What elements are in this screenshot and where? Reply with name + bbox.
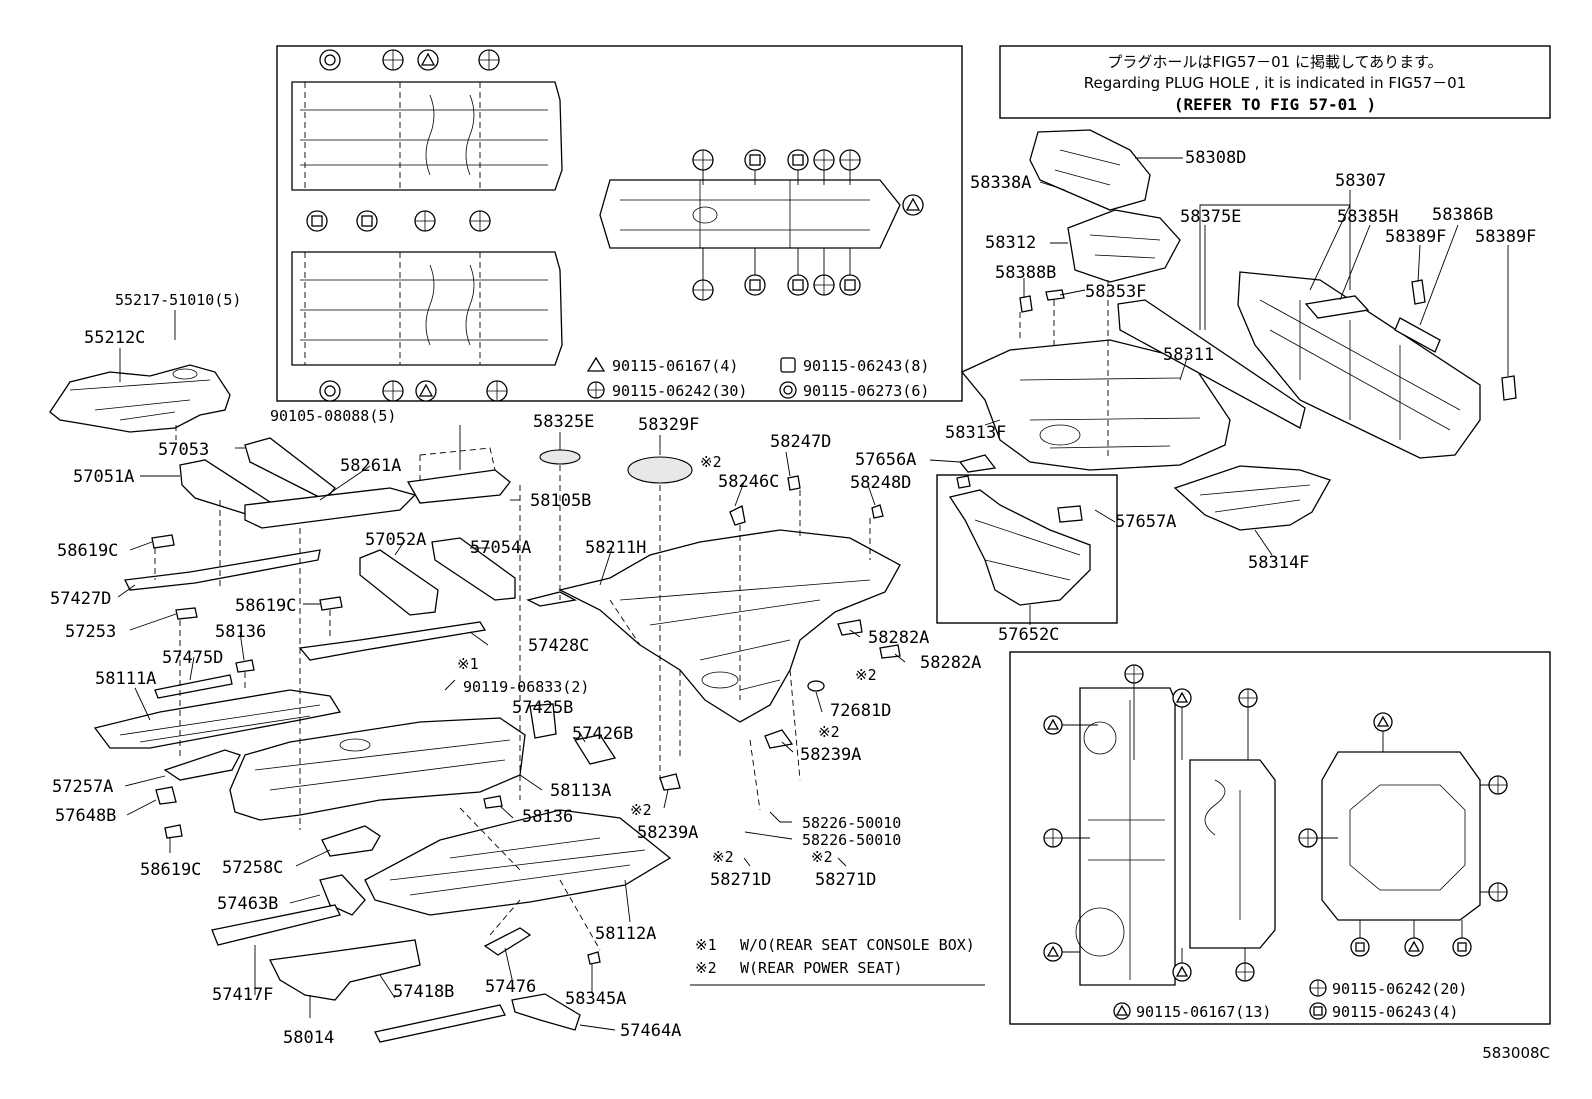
label-58338A: 58338A — [970, 173, 1031, 193]
parts-drawings — [49, 129, 1517, 1043]
label-57253: 57253 — [65, 622, 116, 642]
label-58226-50010-2: 58226-50010 — [802, 831, 901, 849]
label-90119-06833: 90119-06833(2) — [463, 678, 589, 696]
label-57428C: 57428C — [528, 636, 589, 656]
footnote-2-mark: ※2 — [695, 959, 717, 977]
label-57463B: 57463B — [217, 894, 278, 914]
label-58307: 58307 — [1335, 171, 1386, 191]
label-57417F: 57417F — [212, 985, 273, 1005]
label-58385H: 58385H — [1337, 207, 1398, 227]
label-58282A-1: 58282A — [868, 628, 929, 648]
label-57427D: 57427D — [50, 589, 111, 609]
label-57426B: 57426B — [572, 724, 633, 744]
label-57656A: 57656A — [855, 450, 916, 470]
inset-top: 90115-06167(4) 90115-06243(8) 90115-0624… — [276, 45, 963, 402]
mark-n1-a: ※1 — [457, 655, 479, 673]
label-58111A: 58111A — [95, 669, 156, 689]
inset-top-legend-0: 90115-06167(4) — [612, 357, 738, 375]
label-58112A: 58112A — [595, 924, 656, 944]
mark-n2-d: ※2 — [630, 801, 652, 819]
figure-code: 583008C — [1482, 1044, 1550, 1062]
label-58261A: 58261A — [340, 456, 401, 476]
plug-hole-note: プラグホールはFIG57－01 に掲載してあります。 Regarding PLU… — [999, 45, 1551, 119]
label-72681D: 72681D — [830, 701, 891, 721]
note-line-ref: (REFER TO FIG 57-01 ) — [1174, 95, 1376, 114]
label-58136-1: 58136 — [215, 622, 266, 642]
label-58247D: 58247D — [770, 432, 831, 452]
mark-n2-f: ※2 — [811, 848, 833, 866]
label-58329F: 58329F — [638, 415, 699, 435]
label-57051A: 57051A — [73, 467, 134, 487]
label-58388B: 58388B — [995, 263, 1056, 283]
note-line-ja: プラグホールはFIG57－01 に掲載してあります。 — [1107, 53, 1442, 71]
label-57257A: 57257A — [52, 777, 113, 797]
label-58311: 58311 — [1163, 345, 1214, 365]
footnote-1-mark: ※1 — [695, 936, 717, 954]
label-58113A: 58113A — [550, 781, 611, 801]
label-58246C: 58246C — [718, 472, 779, 492]
part-labels: 55217-51010(5) 55212C 90105-08088(5) 570… — [50, 148, 1536, 1048]
label-57648B: 57648B — [55, 806, 116, 826]
label-58345A: 58345A — [565, 989, 626, 1009]
label-90105-08088: 90105-08088(5) — [270, 407, 396, 425]
leader-lines — [117, 157, 1509, 1031]
mark-n2-e: ※2 — [712, 848, 734, 866]
inset-right-legend-1: 90115-06242(20) — [1332, 980, 1467, 998]
label-58619C-1: 58619C — [57, 541, 118, 561]
label-58239A-2: 58239A — [637, 823, 698, 843]
footnote-2-text: W(REAR POWER SEAT) — [740, 959, 903, 977]
label-57652C: 57652C — [998, 625, 1059, 645]
label-58325E: 58325E — [533, 412, 594, 432]
note-line-en: Regarding PLUG HOLE , it is indicated in… — [1084, 74, 1466, 92]
label-58313F: 58313F — [945, 423, 1006, 443]
label-57052A: 57052A — [365, 530, 426, 550]
label-58312: 58312 — [985, 233, 1036, 253]
label-58308D: 58308D — [1185, 148, 1246, 168]
label-58248D: 58248D — [850, 473, 911, 493]
label-58239A-1: 58239A — [800, 745, 861, 765]
label-58282A-2: 58282A — [920, 653, 981, 673]
label-58389F-1: 58389F — [1385, 227, 1446, 247]
label-57657A: 57657A — [1115, 512, 1176, 532]
label-58136-2: 58136 — [522, 807, 573, 827]
inset-right-legend-2: 90115-06243(4) — [1332, 1003, 1458, 1021]
label-58353F: 58353F — [1085, 282, 1146, 302]
mark-n2-b: ※2 — [855, 666, 877, 684]
reference-marks: ※2 ※1 ※2 ※2 ※2 ※2 ※2 — [457, 453, 877, 866]
label-57054A: 57054A — [470, 538, 531, 558]
inset-right: 90115-06167(13) 90115-06242(20) 90115-06… — [1009, 651, 1551, 1025]
label-58386B: 58386B — [1432, 205, 1493, 225]
footnote-1-text: W/O(REAR SEAT CONSOLE BOX) — [740, 936, 975, 954]
assembly-lines — [154, 280, 1109, 951]
inset-top-legend-3: 90115-06273(6) — [803, 382, 929, 400]
footnotes: ※1 W/O(REAR SEAT CONSOLE BOX) ※2 W(REAR … — [690, 936, 985, 986]
label-58271D-2: 58271D — [815, 870, 876, 890]
mark-n2-a: ※2 — [700, 453, 722, 471]
mark-n2-c: ※2 — [818, 723, 840, 741]
label-57475D: 57475D — [162, 648, 223, 668]
label-57476: 57476 — [485, 977, 536, 997]
label-58105B: 58105B — [530, 491, 591, 511]
inset-right-legend-0: 90115-06167(13) — [1136, 1003, 1271, 1021]
label-58619C-3: 58619C — [140, 860, 201, 880]
label-58619C-2: 58619C — [235, 596, 296, 616]
label-58271D-1: 58271D — [710, 870, 771, 890]
label-58014: 58014 — [283, 1028, 334, 1048]
label-57418B: 57418B — [393, 982, 454, 1002]
label-57053: 57053 — [158, 440, 209, 460]
label-55212C: 55212C — [84, 328, 145, 348]
label-55217-51010: 55217-51010(5) — [115, 291, 241, 309]
label-57464A: 57464A — [620, 1021, 681, 1041]
label-58226-50010-1: 58226-50010 — [802, 814, 901, 832]
label-58389F-2: 58389F — [1475, 227, 1536, 247]
label-58375E: 58375E — [1180, 207, 1241, 227]
label-58314F: 58314F — [1248, 553, 1309, 573]
inset-top-legend-2: 90115-06242(30) — [612, 382, 747, 400]
inset-top-legend-1: 90115-06243(8) — [803, 357, 929, 375]
label-57258C: 57258C — [222, 858, 283, 878]
label-57425B: 57425B — [512, 698, 573, 718]
label-58211H: 58211H — [585, 538, 646, 558]
